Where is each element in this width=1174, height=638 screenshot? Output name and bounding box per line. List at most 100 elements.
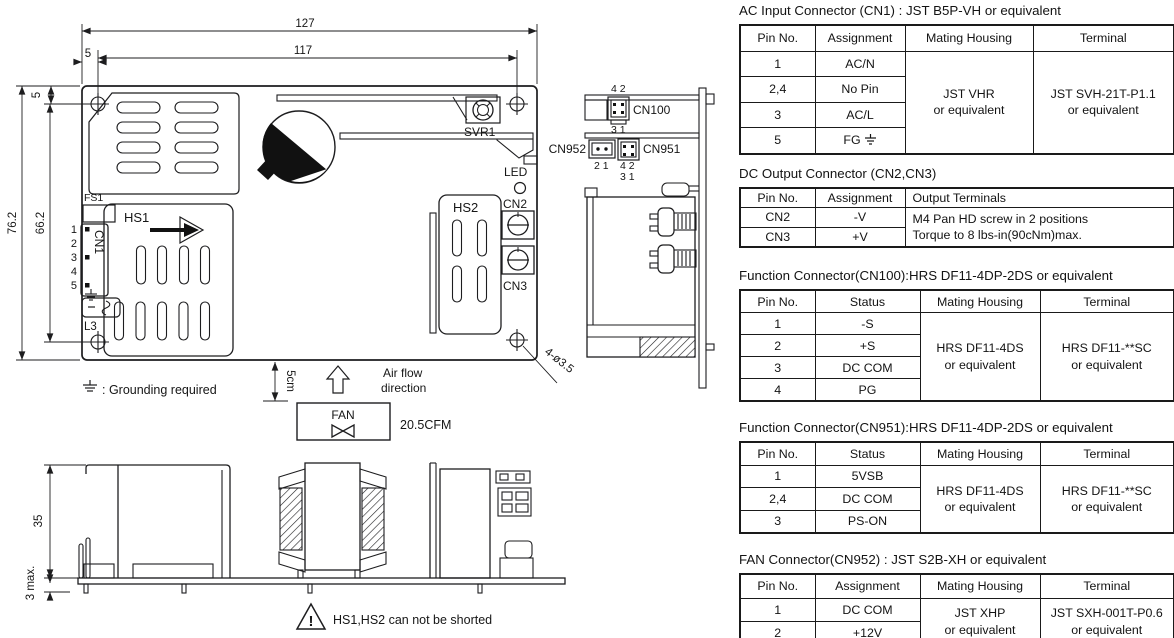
cell-mating-housing: JST XHP or equivalent <box>919 597 1041 638</box>
ground-icon <box>864 134 876 145</box>
dim-66-2: 66.2 <box>35 212 47 234</box>
l3-label: L3 <box>84 321 97 333</box>
col-mating-housing: Mating Housing <box>919 289 1041 313</box>
cn951-label: CN951 <box>643 142 681 156</box>
table-row: 1 5VSB HRS DF11-4DS or equivalent HRS DF… <box>739 464 1174 534</box>
col-pin-no: Pin No. <box>739 289 816 313</box>
table-row: 3 AC/L <box>739 101 1174 128</box>
ac-input-table: Pin No. Assignment Mating Housing Termin… <box>739 24 1174 155</box>
table-header-row: Pin No. Assignment Mating Housing Termin… <box>739 24 1174 52</box>
col-terminal: Terminal <box>1039 573 1174 599</box>
cell-pin: 3 <box>739 509 816 534</box>
table-row: 3 DC COM <box>739 356 1174 379</box>
cell-pin: 1 <box>739 464 816 488</box>
cn1-pin-3: 3 <box>71 252 77 264</box>
cell-status: +S <box>814 334 921 357</box>
mechanical-drawing: 127 117 5 5 76.2 66.2 5cm 35 3 max. 4-ø3… <box>7 18 715 630</box>
cell-output-terminals: M4 Pan HD screw in 2 positions Torque to… <box>904 207 1174 248</box>
top-view-labels: FS1 CN1 1 2 3 4 5 L3 HS1 HS2 SVR1 LED CN… <box>71 125 528 333</box>
col-terminal: Terminal <box>1039 441 1174 466</box>
airflow-label-1: Air flow <box>383 366 423 380</box>
grounding-note: : Grounding required <box>102 383 217 397</box>
warning-exclamation: ! <box>309 613 314 630</box>
dim-117: 117 <box>294 45 312 57</box>
cell-pin: 2,4 <box>739 76 816 103</box>
side-view-labels: 4 2 CN100 3 1 CN952 2 1 CN951 4 2 3 1 <box>549 83 681 183</box>
connector-tables: AC Input Connector (CN1) : JST B5P-VH or… <box>739 0 1174 638</box>
cell-assignment: No Pin <box>814 76 906 103</box>
warning-note: HS1,HS2 can not be shorted <box>333 613 492 627</box>
cell-pin: 1 <box>739 312 816 335</box>
cell-terminal: JST SVH-21T-P1.1 or equivalent <box>1032 50 1174 154</box>
cell-status: DC COM <box>814 356 921 379</box>
col-status: Status <box>814 441 921 466</box>
fan-box <box>296 402 391 441</box>
table-row: 1 AC/N JST VHR or equivalent JST SVH-21T… <box>739 50 1174 154</box>
cell-status: PG <box>814 378 921 402</box>
cfm-label: 20.5CFM <box>400 418 451 432</box>
table-row: 2,4 No Pin <box>739 76 1174 103</box>
ac-input-table-title: AC Input Connector (CN1) : JST B5P-VH or… <box>739 3 1061 18</box>
fan-table: Pin No. Assignment Mating Housing Termin… <box>739 573 1174 638</box>
cn951-pins-bottom: 3 1 <box>620 171 635 183</box>
cell-terminal: HRS DF11-**SC or equivalent <box>1039 464 1174 534</box>
cell-status: PS-ON <box>814 509 921 534</box>
col-assignment: Assignment <box>814 573 921 599</box>
fan-label: FAN <box>331 408 354 422</box>
dim-5cm: 5cm <box>284 370 296 392</box>
cell-assignment: -V <box>814 207 906 228</box>
top-view <box>80 85 538 361</box>
table-header-row: Pin No. Assignment Output Terminals <box>739 187 1174 208</box>
fs1-label: FS1 <box>84 192 103 204</box>
cell-assignment: +V <box>814 226 906 248</box>
col-pin-no: Pin No. <box>739 187 816 208</box>
cn951-pins-top: 4 2 <box>620 160 635 172</box>
dimension-labels: 127 117 5 5 76.2 66.2 5cm 35 3 max. 4-ø3… <box>7 18 576 600</box>
cell-status: -S <box>814 312 921 335</box>
led-label: LED <box>504 165 528 179</box>
col-status: Status <box>814 289 921 313</box>
cn951-table-title: Function Connector(CN951):HRS DF11-4DP-2… <box>739 420 1113 435</box>
table-row: 5 FG <box>739 127 1174 154</box>
cell-assignment: AC/N <box>814 50 906 77</box>
cn3-label: CN3 <box>503 279 527 293</box>
dim-3max: 3 max. <box>25 566 37 601</box>
cell-terminal: HRS DF11-**SC or equivalent <box>1039 312 1174 402</box>
mounting-holes-note: 4-ø3.5 <box>542 346 576 376</box>
col-pin-no: Pin No. <box>739 441 816 466</box>
table-row: 1 -S HRS DF11-4DS or equivalent HRS DF11… <box>739 312 1174 402</box>
cn100-table-title: Function Connector(CN100):HRS DF11-4DP-2… <box>739 268 1113 283</box>
table-header-row: Pin No. Assignment Mating Housing Termin… <box>739 573 1174 599</box>
col-output-terminals: Output Terminals <box>904 187 1174 208</box>
fan-table-title: FAN Connector(CN952) : JST S2B-XH or equ… <box>739 552 1047 567</box>
cn951-table: Pin No. Status Mating Housing Terminal 1… <box>739 441 1174 534</box>
cn952-pins: 2 1 <box>594 160 609 172</box>
col-terminal: Terminal <box>1032 24 1174 52</box>
dim-35: 35 <box>33 515 45 528</box>
table-header-row: Pin No. Status Mating Housing Terminal <box>739 289 1174 313</box>
airflow-arrow-icon <box>325 365 351 394</box>
cell-pin: 3 <box>739 101 816 128</box>
notes: : Grounding required Air flow direction … <box>83 365 492 630</box>
table-row: 3 PS-ON <box>739 509 1174 534</box>
col-terminal: Terminal <box>1039 289 1174 313</box>
table-row: 2 +S <box>739 334 1174 357</box>
cell-pin: 4 <box>739 378 816 402</box>
table-header-row: Pin No. Status Mating Housing Terminal <box>739 441 1174 466</box>
cell-assignment: +12V <box>814 621 921 638</box>
col-mating-housing: Mating Housing <box>919 573 1041 599</box>
cn100-pins-bottom: 3 1 <box>611 124 626 136</box>
cell-pin: CN3 <box>739 226 816 248</box>
cell-pin: 2 <box>739 334 816 357</box>
cell-assignment: AC/L <box>814 101 906 128</box>
cell-mating-housing: HRS DF11-4DS or equivalent <box>919 464 1041 534</box>
col-assignment: Assignment <box>814 187 906 208</box>
airflow-label-2: direction <box>381 381 426 395</box>
table-row: CN3 +V <box>739 226 1174 248</box>
cn1-label: CN1 <box>92 230 106 254</box>
col-assignment: Assignment <box>814 24 906 52</box>
cell-pin: 3 <box>739 356 816 379</box>
cn1-pin-4: 4 <box>71 266 77 278</box>
dim-5-top: 5 <box>85 48 91 60</box>
